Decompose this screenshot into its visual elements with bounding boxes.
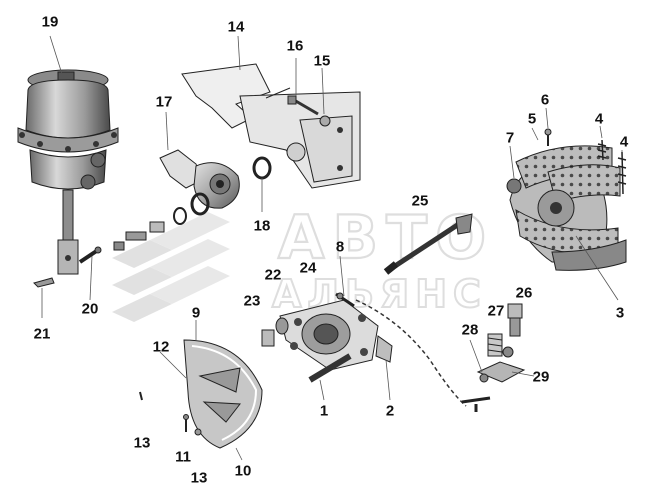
callout-13-right: 13 <box>190 469 208 487</box>
watermark-line1: АВТО <box>278 203 494 273</box>
callout-22: 22 <box>264 266 282 284</box>
callout-10: 10 <box>234 462 252 480</box>
nut-part <box>319 115 331 127</box>
washer-part <box>173 156 272 225</box>
clevis-pin-part <box>78 246 102 264</box>
callout-8: 8 <box>335 238 345 256</box>
callout-18: 18 <box>253 217 271 235</box>
callout-6: 6 <box>540 91 550 109</box>
bolt-part <box>287 95 319 116</box>
callout-5: 5 <box>527 110 537 128</box>
callout-11: 11 <box>175 448 191 466</box>
callout-27: 27 <box>487 302 505 320</box>
watermark-line2: АЛЬЯНС <box>272 272 487 316</box>
bleeder-part <box>507 303 523 337</box>
callout-17: 17 <box>155 93 173 111</box>
callout-19: 19 <box>41 13 59 31</box>
callout-16: 16 <box>286 37 304 55</box>
dust-shield-part <box>183 339 263 449</box>
chamber-bracket-part <box>181 63 361 189</box>
camshaft-part <box>383 213 473 275</box>
callout-12: 12 <box>152 338 170 356</box>
callout-1: 1 <box>319 402 329 420</box>
rivet-part <box>544 128 552 146</box>
brake-line-part <box>355 299 491 412</box>
callout-3: 3 <box>615 304 625 322</box>
leader-lines <box>41 35 623 461</box>
callout-9: 9 <box>191 304 201 322</box>
callout-15: 15 <box>313 52 331 70</box>
callout-2: 2 <box>385 402 395 420</box>
callout-4-lower: 4 <box>619 133 629 151</box>
callout-23: 23 <box>243 292 261 310</box>
callout-4-upper: 4 <box>594 110 604 128</box>
callout-13-left: 13 <box>133 434 151 452</box>
callout-25: 25 <box>411 192 429 210</box>
callout-28: 28 <box>461 321 479 339</box>
callout-29: 29 <box>532 368 550 386</box>
callout-21: 21 <box>33 325 51 343</box>
cotter-clip-part <box>33 277 55 288</box>
roller-part <box>506 178 522 194</box>
brake-chamber-part <box>17 69 119 275</box>
spring-part <box>597 139 627 195</box>
brake-shoe-assembly-part <box>509 145 627 271</box>
callout-20: 20 <box>81 300 99 318</box>
fitting-part <box>476 346 526 383</box>
watermark-logo: АВТО АЛЬЯНС <box>112 202 494 322</box>
callout-26: 26 <box>515 284 533 302</box>
slack-adjuster-part <box>159 149 240 209</box>
brake-spider-part <box>261 292 393 383</box>
coil-spring-part <box>487 333 503 357</box>
screw-part <box>139 391 202 436</box>
callout-24: 24 <box>299 259 317 277</box>
callout-7: 7 <box>505 129 515 147</box>
callout-14: 14 <box>227 18 245 36</box>
spacer-part <box>113 221 165 251</box>
